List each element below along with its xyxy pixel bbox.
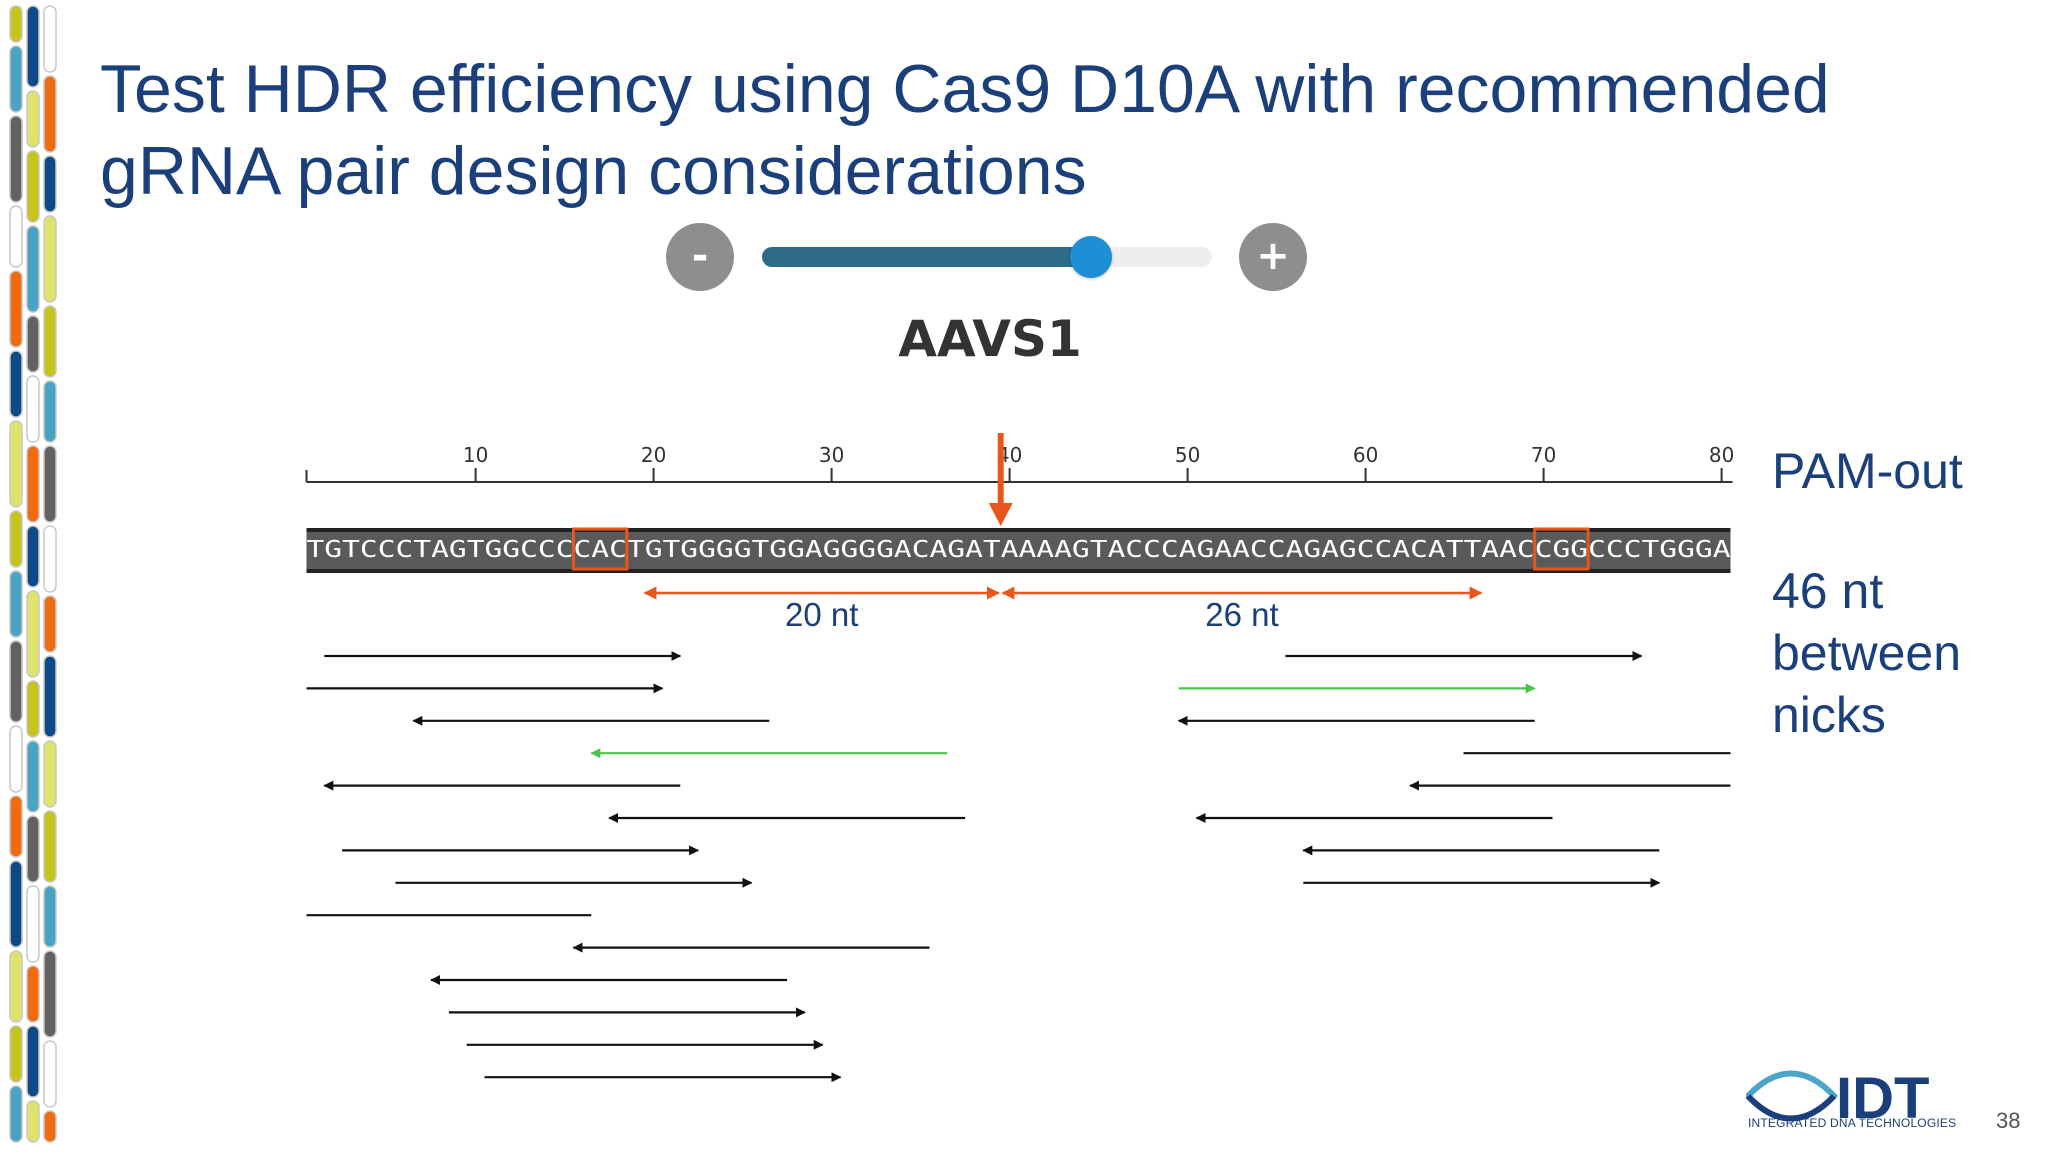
chromosome-segment: [9, 270, 23, 348]
chromosome-segment: [9, 725, 23, 793]
nick-note-line-2: between: [1772, 625, 1962, 681]
ruler-tick-label: 50: [1175, 443, 1200, 467]
ruler-tick-label: 70: [1531, 443, 1556, 467]
chromosome-segment: [43, 810, 57, 883]
chromosome-segment: [9, 795, 23, 858]
zoom-out-button[interactable]: -: [666, 223, 734, 291]
chromosome-segment: [26, 815, 40, 883]
zoom-slider-thumb[interactable]: [1069, 236, 1112, 278]
chromosome-segment: [9, 420, 23, 508]
chromosome-segment: [26, 885, 40, 963]
chromosome-segment: [43, 75, 57, 153]
chromosome-segment: [26, 315, 40, 373]
idt-logo: IDT: [1746, 1066, 1929, 1130]
chromosome-segment: [9, 640, 23, 723]
zoom-slider[interactable]: [762, 236, 1212, 278]
zoom-slider-fill: [762, 247, 1091, 267]
chromosome-segment: [9, 860, 23, 948]
chromosome-segment: [9, 950, 23, 1023]
chromosome-segment: [26, 965, 40, 1023]
chromosome-segment: [26, 525, 40, 588]
chromosome-segment: [43, 655, 57, 738]
page-number: 38: [1996, 1108, 2021, 1133]
chromosome-decoration: [9, 5, 57, 1143]
chromosome-segment: [43, 155, 57, 213]
chromosome-segment: [9, 510, 23, 568]
chromosome-segment: [9, 205, 23, 268]
chromosome-segment: [26, 1100, 40, 1143]
pam-box: [1533, 527, 1590, 571]
chromosome-segment: [26, 90, 40, 148]
nick-note-line-1: 46 nt: [1772, 563, 1884, 619]
chromosome-segment: [43, 5, 57, 73]
chromosome-segment: [26, 150, 40, 223]
chromosome-segment: [26, 740, 40, 813]
chromosome-segment: [9, 570, 23, 638]
chromosome-segment: [43, 1040, 57, 1108]
chromosome-segment: [9, 45, 23, 113]
chromosome-segment: [43, 445, 57, 523]
spacing-label-left: 20 nt: [785, 596, 858, 633]
logo-tagline: INTEGRATED DNA TECHNOLOGIES: [1748, 1116, 1957, 1130]
chromosome-segment: [26, 1025, 40, 1098]
slide-title-line-2: gRNA pair design considerations: [100, 133, 1087, 209]
sequence-band: [306, 530, 1731, 570]
chromosome-segment: [26, 590, 40, 678]
ruler-tick-label: 60: [1353, 443, 1378, 467]
chromosome-segment: [43, 380, 57, 443]
spacing-label-right: 26 nt: [1205, 596, 1278, 633]
ruler-tick-label: 10: [463, 443, 488, 467]
chromosome-segment: [9, 5, 23, 43]
pam-box: [572, 527, 629, 571]
chromosome-segment: [26, 225, 40, 313]
nick-distance-note: 46 nt between nicks: [1772, 560, 1961, 746]
chromosome-segment: [26, 680, 40, 738]
chromosome-segment: [9, 1085, 23, 1143]
chromosome-segment: [43, 1110, 57, 1143]
idt-logo-wordmark: IDT: [1836, 1066, 1929, 1130]
chromosome-segment: [9, 115, 23, 203]
cut-site-arrowhead: [988, 503, 1013, 526]
ruler-tick-label: 20: [641, 443, 666, 467]
chromosome-segment: [43, 305, 57, 378]
slide-title: Test HDR efficiency using Cas9 D10A with…: [100, 48, 1900, 212]
chromosome-segment: [26, 5, 40, 88]
chromosome-segment: [9, 1025, 23, 1083]
chromosome-segment: [43, 215, 57, 303]
dna-sequence: TGTCCCTAGTGGCCCCACTGTGGGGTGGAGGGGACAGATA…: [307, 537, 1731, 563]
zoom-in-button[interactable]: +: [1239, 223, 1307, 291]
chromosome-segment: [43, 885, 57, 948]
chromosome-segment: [43, 740, 57, 808]
pam-orientation-label: PAM-out: [1772, 443, 1963, 499]
ruler-tick-label: 80: [1709, 443, 1734, 467]
slide-title-line-1: Test HDR efficiency using Cas9 D10A with…: [100, 51, 1830, 127]
chromosome-segment: [26, 445, 40, 523]
chromosome-segment: [26, 375, 40, 443]
chromosome-segment: [43, 950, 57, 1038]
chromosome-segment: [9, 350, 23, 418]
nick-note-line-3: nicks: [1772, 687, 1886, 743]
chromosome-segment: [43, 525, 57, 593]
chromosome-segment: [43, 595, 57, 653]
ruler-tick-label: 30: [819, 443, 844, 467]
gene-name-label: AAVS1: [898, 310, 1082, 368]
